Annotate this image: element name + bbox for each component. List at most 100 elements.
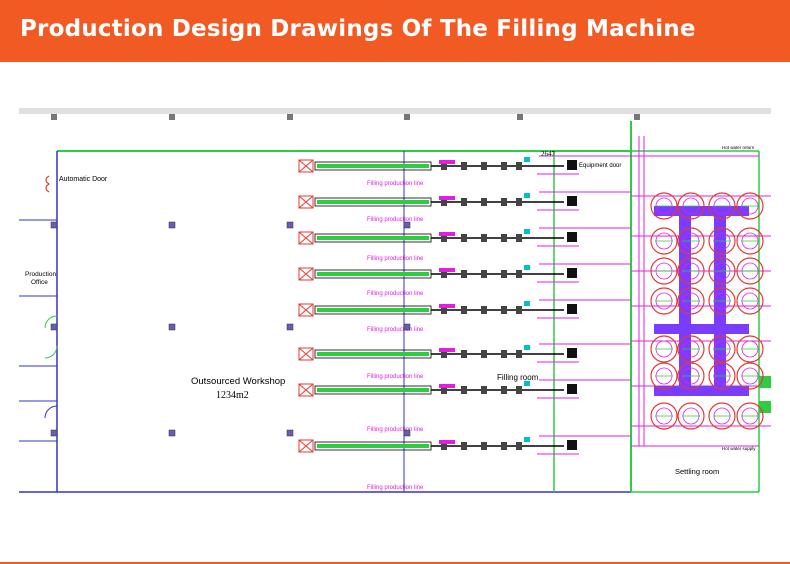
pipe-segment: [439, 232, 455, 236]
machine-unit: [501, 234, 507, 242]
line-start-marker-cross: [298, 231, 314, 245]
workshop-area-label: 1234m2: [216, 390, 249, 401]
column-marker: [168, 221, 176, 229]
machine-unit: [516, 270, 522, 278]
machine-unit: [461, 198, 467, 206]
tank-circle: [736, 362, 764, 390]
column-marker: [168, 429, 176, 437]
machine-unit: [516, 442, 522, 450]
machine-unit: [481, 386, 487, 394]
pipe-segment: [439, 384, 455, 388]
filling-production-line: Filling production line: [298, 379, 631, 433]
tank-circle: [736, 335, 764, 363]
line-start-marker-cross: [298, 267, 314, 281]
sensor-box: [524, 437, 530, 442]
filling-line-label: Filling production line: [367, 291, 424, 297]
hot-water-supply-label: Hot water supply: [722, 446, 756, 451]
production-office-label-line2: Office: [31, 279, 48, 286]
tank-circle: [708, 257, 736, 285]
column-marker: [403, 429, 411, 437]
machine-unit: [501, 350, 507, 358]
column-marker: [50, 221, 58, 229]
sensor-box: [524, 381, 530, 386]
footer-divider: [0, 562, 790, 564]
conveyor-belt: [317, 236, 429, 240]
machine-unit: [501, 162, 507, 170]
column-marker: [168, 323, 176, 331]
conveyor-belt: [317, 164, 429, 168]
tank-circle: [650, 402, 678, 430]
machine-unit: [461, 386, 467, 394]
conveyor-belt: [317, 444, 429, 448]
column-markers-top: [51, 114, 640, 120]
tank-circle: [736, 192, 764, 220]
machine-unit: [516, 234, 522, 242]
machine-unit: [501, 306, 507, 314]
filling-production-line: Filling production line: [298, 155, 631, 187]
tank-circle: [736, 287, 764, 315]
machine-unit: [441, 442, 447, 450]
conveyor-belt: [317, 352, 429, 356]
capping-machine: [567, 232, 577, 242]
filling-line-label: Filling production line: [367, 327, 424, 333]
filling-production-line: Filling production line: [298, 191, 631, 223]
machine-unit: [441, 162, 447, 170]
machine-unit: [441, 306, 447, 314]
line-start-marker-cross: [298, 159, 314, 173]
capping-machine: [567, 348, 577, 358]
machine-unit: [516, 198, 522, 206]
machine-unit: [441, 234, 447, 242]
column-marker: [50, 323, 58, 331]
machine-unit: [501, 386, 507, 394]
line-start-marker-cross: [298, 303, 314, 317]
tank-circle: [708, 227, 736, 255]
line-start-marker-cross: [298, 439, 314, 453]
tank-circle: [677, 362, 705, 390]
filling-production-line: Filling production line: [298, 435, 631, 491]
workshop-name-label: Outsourced Workshop: [191, 376, 285, 387]
pipe-segment: [439, 196, 455, 200]
filling-production-line: Filling production line: [298, 263, 631, 297]
pipe-segment: [439, 440, 455, 444]
pipe-segment: [439, 160, 455, 164]
tank-circle: [650, 362, 678, 390]
pipe-segment: [439, 304, 455, 308]
capping-machine: [567, 196, 577, 206]
tank-circle: [677, 257, 705, 285]
tank-circle: [650, 227, 678, 255]
column-marker: [50, 429, 58, 437]
tank-circle: [650, 257, 678, 285]
filling-production-line: Filling production line: [298, 343, 631, 380]
line-start-marker-cross: [298, 195, 314, 209]
column-marker: [286, 221, 294, 229]
hot-water-return-label: Hot water return: [722, 145, 755, 150]
machine-unit: [481, 270, 487, 278]
tank-circle: [650, 335, 678, 363]
equipment-door-label: Equipment door: [579, 163, 621, 169]
line-start-marker: [298, 159, 314, 173]
line-start-marker: [298, 231, 314, 245]
tank-circle: [708, 287, 736, 315]
tank-circle: [736, 227, 764, 255]
filling-line-label: Filling production line: [367, 374, 424, 380]
sensor-box: [524, 229, 530, 234]
column-marker: [403, 323, 411, 331]
filling-line-label: Filling production line: [367, 181, 424, 187]
sensor-box: [524, 301, 530, 306]
tank-circle: [708, 335, 736, 363]
line-start-marker: [298, 267, 314, 281]
capping-machine: [567, 160, 577, 170]
machine-unit: [516, 350, 522, 358]
sensor-box: [524, 157, 530, 162]
tank-circle: [677, 227, 705, 255]
machine-unit: [516, 162, 522, 170]
automatic-door-label: Automatic Door: [59, 176, 108, 183]
capping-machine: [567, 384, 577, 394]
machine-unit: [461, 306, 467, 314]
column-markers: [50, 221, 411, 437]
sensor-box: [524, 265, 530, 270]
settling-room-pipes: [631, 136, 771, 447]
filling-line-label: Filling production line: [367, 256, 424, 262]
machine-unit: [516, 386, 522, 394]
machine-unit: [461, 162, 467, 170]
